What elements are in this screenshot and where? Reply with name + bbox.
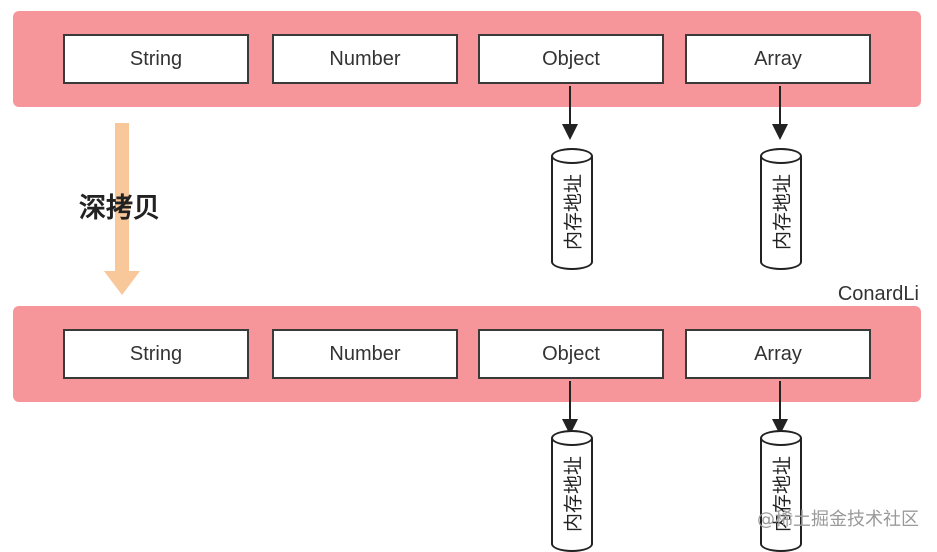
array-pointer-arrowhead bbox=[772, 124, 788, 140]
type-box-number: Number bbox=[272, 329, 458, 379]
memory-cylinder-array: 内存地址 bbox=[760, 430, 802, 552]
cylinder-rim bbox=[762, 432, 800, 446]
type-box-number: Number bbox=[272, 34, 458, 84]
memory-address-label: 内存地址 bbox=[562, 173, 585, 251]
type-box-string: String bbox=[63, 329, 249, 379]
type-box-object: Object bbox=[478, 329, 664, 379]
memory-cylinder-array: 内存地址 bbox=[760, 148, 802, 270]
bottom-type-row: String Number Object Array bbox=[13, 306, 921, 402]
object-pointer-arrowhead bbox=[562, 124, 578, 140]
deep-copy-arrow-shaft bbox=[115, 123, 129, 271]
cylinder-rim bbox=[553, 432, 591, 446]
author-label: ConardLi bbox=[837, 283, 919, 305]
array-pointer-line bbox=[779, 381, 781, 421]
top-type-row: String Number Object Array bbox=[13, 11, 921, 107]
type-box-array: Array bbox=[685, 34, 871, 84]
type-box-object: Object bbox=[478, 34, 664, 84]
watermark: @稀土掘金技术社区 bbox=[757, 509, 919, 530]
memory-cylinder-object: 内存地址 bbox=[551, 430, 593, 552]
object-pointer-line bbox=[569, 86, 571, 126]
type-box-string: String bbox=[63, 34, 249, 84]
cylinder-rim bbox=[762, 150, 800, 164]
cylinder-rim bbox=[553, 150, 591, 164]
memory-cylinder-object: 内存地址 bbox=[551, 148, 593, 270]
memory-address-label: 内存地址 bbox=[771, 173, 794, 251]
deep-copy-arrow-icon bbox=[104, 271, 140, 295]
type-box-array: Array bbox=[685, 329, 871, 379]
object-pointer-line bbox=[569, 381, 571, 421]
deep-copy-label: 深拷贝 bbox=[79, 193, 160, 224]
memory-address-label: 内存地址 bbox=[562, 455, 585, 533]
array-pointer-line bbox=[779, 86, 781, 126]
